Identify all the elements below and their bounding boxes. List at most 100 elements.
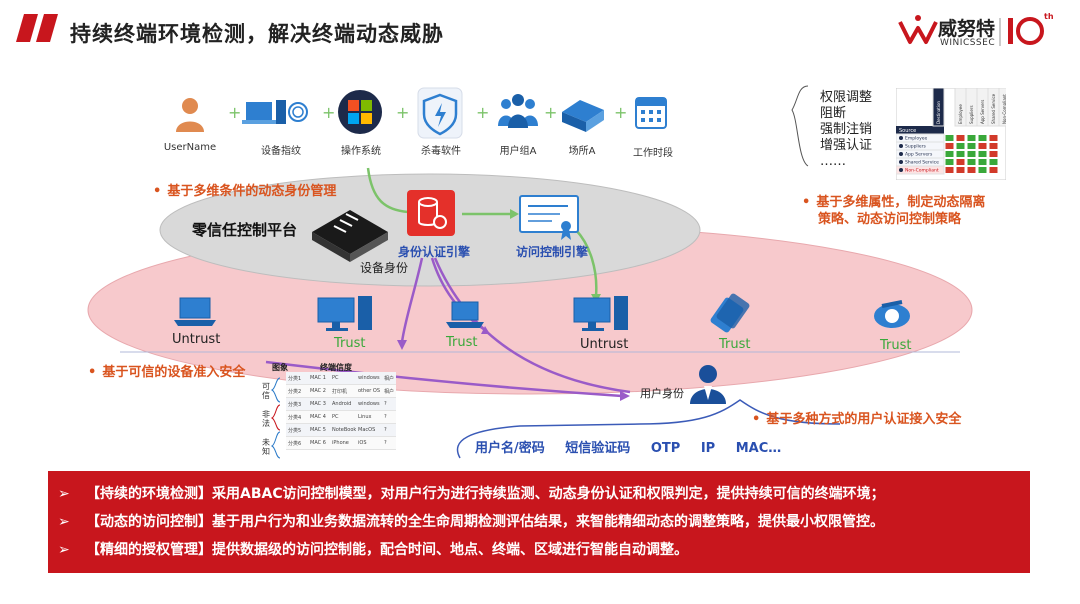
matrix-allow-cell [967, 143, 976, 149]
callout-user-auth: •基于多种方式的用户认证接入安全 [752, 412, 962, 427]
device-table-cell: 分类4 [288, 414, 302, 421]
device-table-cell: 分类3 [288, 401, 302, 408]
matrix-row-icon [899, 160, 903, 164]
zero-trust-platform-icon [312, 210, 388, 262]
matrix-col-label: App Servers [980, 100, 985, 124]
matrix-allow-cell [956, 143, 965, 149]
calendar-icon [635, 97, 667, 129]
device-table-cell: other OS [358, 388, 381, 394]
callout-device-access: •基于可信的设备准入安全 [88, 365, 246, 380]
device-table-cell: Android [332, 401, 352, 407]
device-table-cell: MAC 3 [310, 401, 326, 407]
matrix-col-bg [932, 87, 945, 127]
arrow-bullet-icon: ➢ [58, 542, 70, 558]
permission-list: 权限调整 阻断 强制注销 增强认证 …… [820, 90, 872, 170]
header-stripe-icon [16, 14, 38, 42]
brand-subtitle: WINICSSEC [940, 38, 996, 48]
matrix-col-label: Shared Service [991, 93, 996, 124]
matrix-deny-cell [956, 135, 965, 141]
auth-method: 短信验证码 [565, 441, 631, 456]
summary-line: ➢【持续的环境检测】采用ABAC访问控制模型，对用户行为进行持续监测、动态身份认… [58, 480, 1030, 508]
device-label: Trust [334, 336, 366, 351]
matrix-row-label: Non-Compliant [905, 168, 939, 174]
callout-dynamic-identity: •基于多维条件的动态身份管理 [153, 184, 337, 199]
matrix-deny-cell [989, 143, 998, 149]
plus-sign: + [228, 103, 242, 122]
device-table-cell: 相户 1 [384, 375, 396, 382]
matrix-deny-cell [989, 167, 998, 173]
matrix-deny-cell [956, 159, 965, 165]
user-icon [176, 98, 204, 132]
device-group-illegal: 非法 [262, 410, 270, 428]
purple-arrow [265, 360, 623, 398]
factor-label-usergroup: 用户组A [499, 146, 537, 157]
header-stripe-icon [36, 14, 58, 42]
factor-label-fingerprint: 设备指纹 [261, 146, 301, 157]
auth-bracket [456, 399, 841, 459]
device-label: Untrust [172, 332, 221, 347]
device-table-cell: ? [384, 414, 387, 420]
user-group-icon [498, 94, 538, 128]
page-title: 持续终端环境检测，解决终端动态威胁 [70, 22, 444, 46]
plus-sign: + [614, 103, 628, 122]
device-table-cell: MAC 2 [310, 388, 326, 394]
device-table-cell: ? [384, 427, 387, 433]
matrix-col-label: Destination [936, 101, 941, 124]
purple-arrow [433, 257, 631, 394]
matrix-header [896, 126, 944, 134]
access-engine-label: 访问控制引擎 [516, 245, 589, 259]
factor-label-antivirus: 杀毒软件 [421, 146, 461, 157]
device-table-cell: NoteBook [332, 427, 356, 433]
laptop-icon [446, 301, 484, 328]
device-label: Untrust [580, 337, 629, 352]
permissions-bracket [791, 85, 809, 167]
plus-sign: + [322, 103, 336, 122]
device-table-cell: MAC 5 [310, 427, 326, 433]
matrix-allow-cell [967, 151, 976, 157]
summary-text: 【持续的环境检测】采用ABAC访问控制模型，对用户行为进行持续监测、动态身份认证… [86, 486, 885, 502]
device-table-cell: 打印机 [332, 388, 348, 395]
summary-panel: ➢ 【持续的环境检测】采用ABAC访问控制模型，对用户行为进行持续监测、动态身份认… [48, 471, 1030, 573]
factor-label-site: 场所A [568, 146, 596, 157]
plus-sign: + [396, 103, 410, 122]
device-table-cell: ? [384, 401, 387, 407]
device-table-cell: PC [332, 414, 339, 420]
device-table-title-right: 终端信度 [320, 363, 352, 372]
device-table-cell: iOS [358, 440, 367, 446]
device-table-cell: ? [384, 440, 387, 446]
shield-icon [417, 87, 463, 139]
auth-method: OTP [650, 441, 681, 456]
summary-text: 【精细的授权管理】提供数据级的访问控制能，配合时间、地点、终端、区域进行智能自动… [86, 542, 688, 558]
green-arrow [575, 229, 598, 297]
matrix-row-icon [899, 168, 903, 172]
device-table-cell: iPhone [332, 440, 349, 446]
matrix-row-icon [899, 144, 903, 148]
matrix-row-label: App Servers [905, 152, 933, 158]
device-table-cell: MAC 6 [310, 440, 326, 446]
device-label: Trust [719, 337, 751, 352]
permission-item: 权限调整 [820, 90, 873, 105]
anniversary-sup: th [1044, 12, 1054, 21]
callout-text: 基于多维属性，制定动态隔离 [816, 195, 986, 210]
callout-text: 基于多维条件的动态身份管理 [167, 184, 337, 199]
device-fingerprint-icon [242, 100, 308, 124]
windows-logo-icon [338, 90, 382, 134]
matrix-row-icon [899, 136, 903, 140]
matrix-allow-cell [978, 151, 987, 157]
matrix-allow-cell [989, 159, 998, 165]
desktop-icon [573, 296, 628, 331]
anniversary-logo-icon [1008, 17, 1044, 45]
matrix-allow-cell [978, 159, 987, 165]
matrix-deny-cell [945, 143, 954, 149]
identity-engine-label: 身份认证引擎 [398, 245, 471, 259]
matrix-allow-cell [967, 159, 976, 165]
matrix-row-label: Suppliers [905, 144, 927, 150]
certificate-icon [519, 195, 579, 240]
